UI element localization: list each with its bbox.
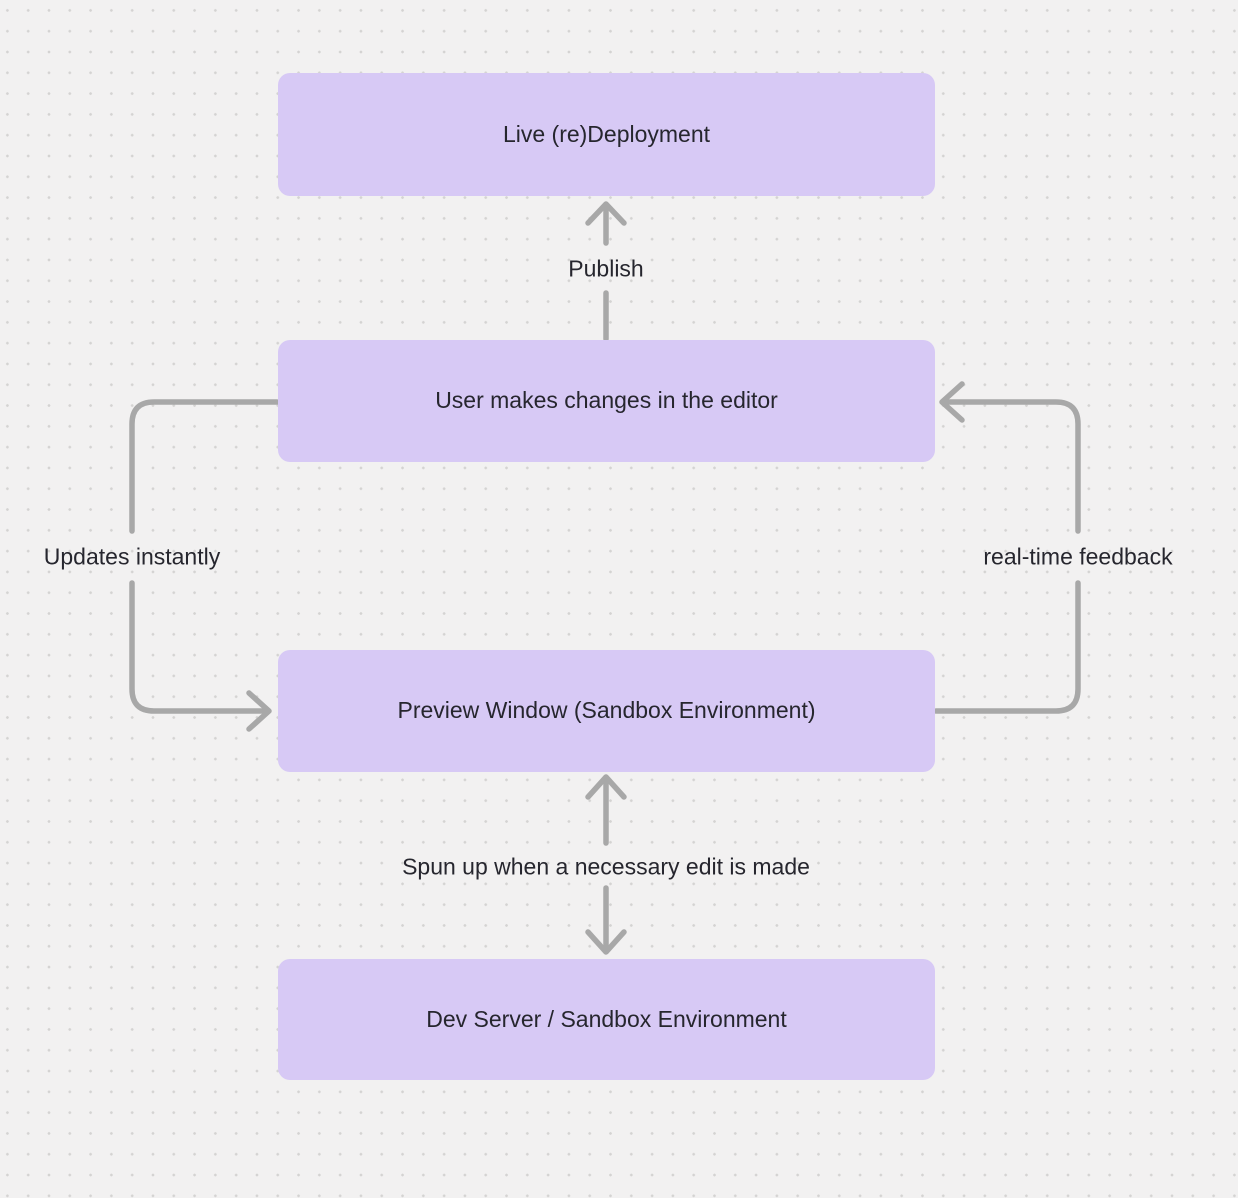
arrow-shaft (129, 580, 267, 714)
arrow-left-head-icon (939, 381, 965, 423)
node-preview-window[interactable]: Preview Window (Sandbox Environment) (278, 650, 935, 772)
node-label: User makes changes in the editor (435, 387, 778, 414)
arrow-down-head-icon (585, 929, 627, 955)
arrow-shaft (129, 399, 280, 534)
edge-label-realtime-feedback: real-time feedback (983, 543, 1173, 570)
arrow-up-head-icon (585, 201, 627, 226)
edge-label-updates-instantly: Updates instantly (43, 543, 221, 570)
edge-label-publish: Publish (568, 255, 644, 282)
node-dev-server[interactable]: Dev Server / Sandbox Environment (278, 959, 935, 1080)
node-label: Live (re)Deployment (502, 120, 711, 147)
node-label: Dev Server / Sandbox Environment (426, 1005, 787, 1032)
arrow-up-head-icon (585, 774, 627, 800)
node-user-editor[interactable]: User makes changes in the editor (278, 340, 935, 462)
arrow-shaft (945, 399, 1081, 534)
arrow-right-head-icon (246, 690, 272, 732)
node-label: Preview Window (Sandbox Environment) (397, 697, 816, 724)
edge-label-sandbox-sync: Spun up when a necessary edit is made (402, 853, 810, 880)
node-live-deployment[interactable]: Live (re)Deployment (278, 73, 935, 196)
arrow-shaft (933, 580, 1081, 714)
